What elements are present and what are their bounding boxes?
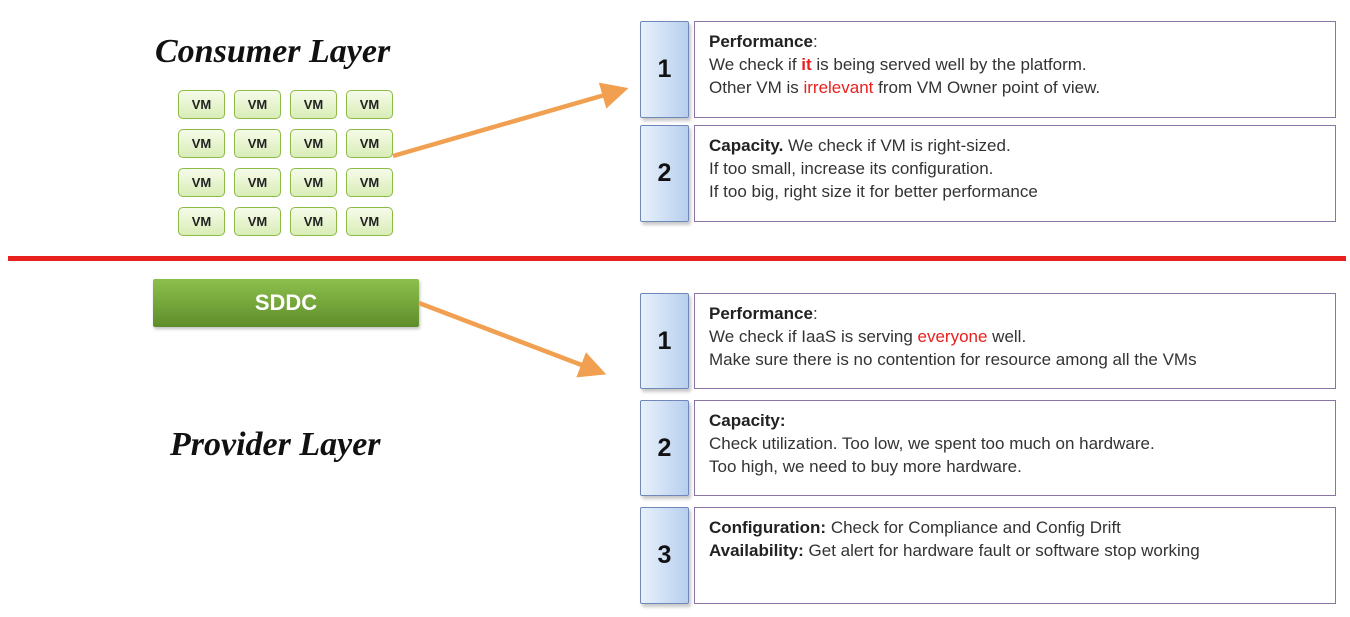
provider-layer-title: Provider Layer [170,426,381,463]
layer-divider [8,256,1346,261]
provider-item-1-number: 1 [640,293,689,389]
provider-arrow [418,300,607,378]
highlight-irrelevant: irrelevant [803,78,874,97]
consumer-item-2-number: 2 [640,125,689,222]
vm-chip: VM [234,207,281,236]
consumer-item-2-box: Capacity. We check if VM is right-sized.… [694,125,1336,222]
sddc-block: SDDC [153,279,419,327]
vm-grid: VM VM VM VM VM VM VM VM VM VM VM VM VM VM VM VM [178,90,393,236]
provider-item-1-heading: Performance [709,304,813,323]
sddc-label: SDDC [254,290,318,315]
configuration-label: Configuration: [709,518,827,537]
vm-chip: VM [178,168,225,197]
provider-item-3-number: 3 [640,507,689,604]
consumer-arrow [392,82,629,159]
vm-chip: VM [234,90,281,119]
provider-item-3-box: Configuration: Check for Compliance and … [694,507,1336,604]
provider-item-2-box: Capacity: Check utilization. Too low, we… [694,400,1336,496]
vm-chip: VM [290,90,337,119]
vm-chip: VM [346,168,393,197]
vm-chip: VM [346,207,393,236]
highlight-everyone: everyone [917,327,988,346]
vm-chip: VM [346,90,393,119]
consumer-item-2-heading: Capacity. [709,136,784,155]
vm-chip: VM [178,129,225,158]
vm-chip: VM [234,168,281,197]
consumer-item-1-heading: Performance [709,32,813,51]
vm-chip: VM [290,129,337,158]
vm-chip: VM [346,129,393,158]
highlight-it: it [801,55,812,74]
vm-chip: VM [178,207,225,236]
vm-chip: VM [234,129,281,158]
vm-chip: VM [178,90,225,119]
provider-item-2-heading: Capacity: [709,411,786,430]
availability-label: Availability: [709,541,804,560]
vm-chip: VM [290,168,337,197]
consumer-item-1-number: 1 [640,21,689,118]
provider-item-2-number: 2 [640,400,689,496]
vm-chip: VM [290,207,337,236]
consumer-item-1-box: Performance: We check if it is being ser… [694,21,1336,118]
consumer-layer-title: Consumer Layer [155,33,391,70]
provider-item-1-box: Performance: We check if IaaS is serving… [694,293,1336,389]
